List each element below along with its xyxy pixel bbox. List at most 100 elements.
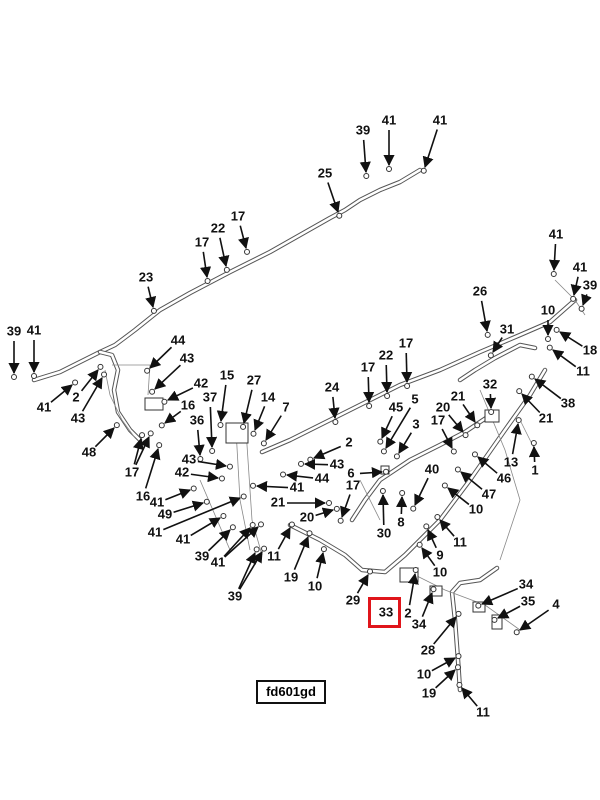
callout-label[interactable]: 27	[247, 372, 261, 387]
callout-label[interactable]: 41	[211, 554, 225, 569]
callout-label[interactable]: 41	[27, 322, 41, 337]
fitting	[203, 498, 210, 505]
callout-arrow	[421, 547, 436, 567]
callout-label[interactable]: 10	[469, 501, 483, 516]
callout-label[interactable]: 10	[417, 666, 431, 681]
callout-label[interactable]: 42	[175, 464, 189, 479]
callout-label[interactable]: 17	[399, 335, 413, 350]
callout-label[interactable]: 41	[176, 531, 190, 546]
callout-label[interactable]: 19	[422, 685, 436, 700]
fitting	[455, 653, 462, 660]
callout-label[interactable]: 14	[261, 389, 276, 404]
callout-label[interactable]: 36	[190, 412, 204, 427]
callout-label[interactable]: 16	[181, 397, 195, 412]
callout-arrow	[381, 364, 393, 394]
callout-arrow	[521, 393, 541, 414]
callout-label[interactable]: 17	[431, 412, 445, 427]
callout-label[interactable]: 41	[148, 524, 162, 539]
callout-label[interactable]: 21	[271, 494, 285, 509]
callout-label[interactable]: 13	[504, 454, 518, 469]
callout-label[interactable]: 4	[552, 596, 560, 611]
callout-label[interactable]: 38	[561, 395, 575, 410]
callout-label[interactable]: 23	[139, 269, 153, 284]
callout-label[interactable]: 2	[72, 389, 79, 404]
callout-label[interactable]: 11	[453, 534, 467, 549]
fitting	[454, 466, 461, 473]
callout-label[interactable]: 41	[382, 112, 396, 127]
callout-label[interactable]: 42	[194, 375, 208, 390]
callout-label[interactable]: 49	[158, 506, 172, 521]
callout-label[interactable]: 9	[436, 547, 443, 562]
callout-label[interactable]: 32	[483, 376, 497, 391]
callout-label[interactable]: 10	[541, 302, 555, 317]
callout-label[interactable]: 41	[290, 479, 304, 494]
callout-label[interactable]: 39	[195, 548, 209, 563]
callout-label[interactable]: 48	[82, 444, 96, 459]
callout-label[interactable]: 39	[583, 277, 597, 292]
callout-label[interactable]: 7	[282, 399, 289, 414]
callout-label[interactable]: 25	[318, 165, 332, 180]
callout-label[interactable]: 37	[203, 389, 217, 404]
callout-label[interactable]: 17	[195, 234, 209, 249]
callout-label[interactable]: 34	[519, 576, 534, 591]
callout-label[interactable]: 43	[330, 456, 344, 471]
callout-label[interactable]: 21	[451, 388, 465, 403]
callout-label[interactable]: 43	[71, 410, 85, 425]
callout-label[interactable]: 43	[182, 451, 196, 466]
callout-label[interactable]: 11	[267, 548, 281, 563]
callout-label[interactable]: 18	[583, 342, 597, 357]
callout-label[interactable]: 17	[231, 208, 245, 223]
callout-label[interactable]: 41	[549, 226, 563, 241]
callout-label[interactable]: 44	[315, 470, 330, 485]
callout-label[interactable]: 47	[482, 486, 496, 501]
callout-label[interactable]: 39	[356, 122, 370, 137]
callout-label[interactable]: 17	[125, 464, 139, 479]
callout-label[interactable]: 46	[497, 470, 511, 485]
callout-arrow	[285, 470, 314, 482]
callout-label[interactable]: 30	[377, 525, 391, 540]
callout-label[interactable]: 20	[436, 399, 450, 414]
callout-label[interactable]: 41	[150, 494, 164, 509]
callout-label[interactable]: 17	[346, 477, 360, 492]
fitting	[288, 521, 295, 528]
callout-label[interactable]: 21	[539, 410, 553, 425]
callout-label[interactable]: 10	[308, 578, 322, 593]
callout-label[interactable]: 39	[7, 323, 21, 338]
callout-label[interactable]: 26	[473, 283, 487, 298]
callout-label[interactable]: 8	[397, 514, 404, 529]
callout-label[interactable]: 41	[573, 259, 587, 274]
callout-label[interactable]: 44	[171, 332, 186, 347]
callout-label[interactable]: 43	[180, 350, 194, 365]
callout-label[interactable]: 10	[433, 564, 447, 579]
callout-label[interactable]: 33	[379, 604, 393, 619]
callout-label[interactable]: 45	[389, 399, 403, 414]
callout-label[interactable]: 24	[325, 379, 340, 394]
callout-label[interactable]: 2	[345, 434, 352, 449]
callout-label[interactable]: 40	[425, 461, 439, 476]
callout-label[interactable]: 3	[412, 416, 419, 431]
callout-arrow	[312, 445, 342, 460]
callout-label[interactable]: 1	[531, 462, 538, 477]
callout-label[interactable]: 6	[347, 465, 354, 480]
callout-label[interactable]: 41	[37, 399, 51, 414]
callout-label[interactable]: 41	[433, 112, 447, 127]
callout-label[interactable]: 22	[211, 220, 225, 235]
callout-label[interactable]: 39	[228, 588, 242, 603]
callout-label[interactable]: 31	[500, 321, 514, 336]
callout-label[interactable]: 11	[576, 363, 590, 378]
callout-arrow	[145, 286, 157, 309]
callout-arrow	[460, 471, 483, 490]
callout-label[interactable]: 20	[300, 509, 314, 524]
callout-label[interactable]: 22	[379, 347, 393, 362]
callout-label[interactable]: 28	[421, 642, 435, 657]
callout-label[interactable]: 5	[411, 391, 418, 406]
callout-label[interactable]: 19	[284, 569, 298, 584]
callout-label[interactable]: 17	[361, 359, 375, 374]
callout-label[interactable]: 15	[220, 367, 234, 382]
callout-label[interactable]: 16	[136, 488, 150, 503]
callout-label[interactable]: 29	[346, 592, 360, 607]
callout-label[interactable]: 34	[412, 616, 427, 631]
callout-label[interactable]: 11	[476, 704, 490, 719]
callout-label[interactable]: 2	[404, 605, 411, 620]
callout-label[interactable]: 35	[521, 593, 535, 608]
